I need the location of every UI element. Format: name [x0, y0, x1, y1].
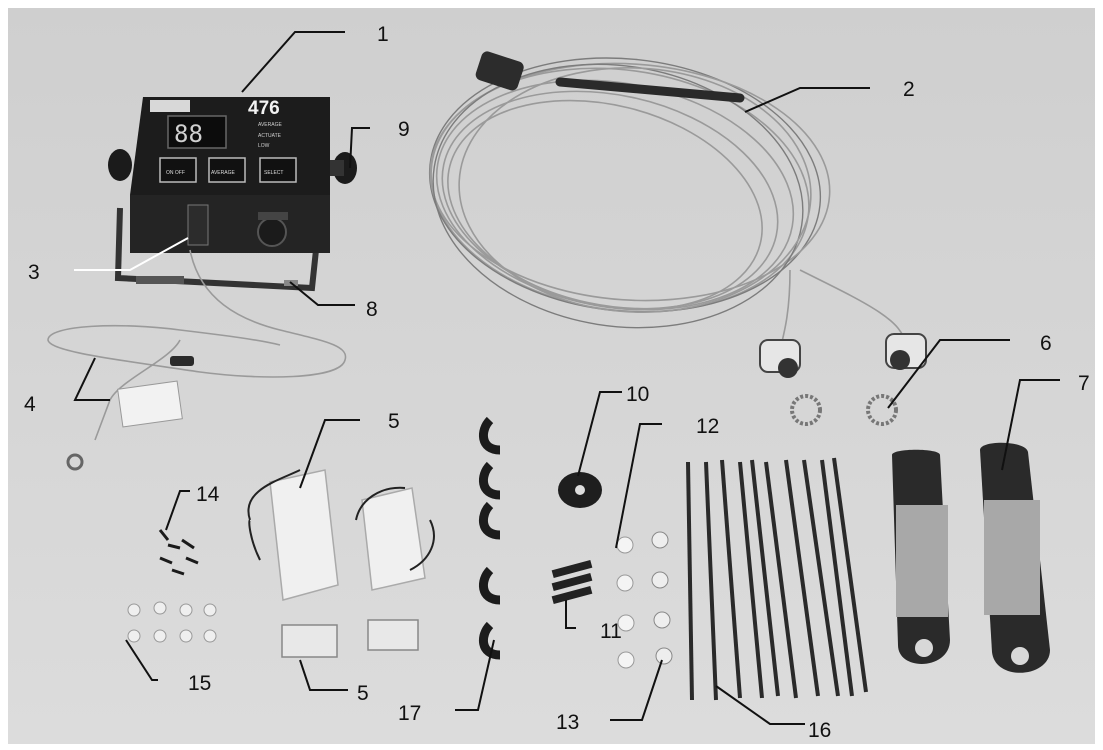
- small-nuts: [127, 601, 217, 643]
- callout-12: 12: [696, 415, 719, 438]
- callout-17: 17: [398, 702, 421, 725]
- callout-4: 4: [24, 393, 36, 416]
- onoff-button: [159, 157, 197, 183]
- callout-15: 15: [188, 672, 211, 695]
- cable-clamps: [479, 416, 501, 660]
- rear-dial: [257, 217, 287, 247]
- cable-ties: [686, 457, 868, 701]
- callout-5-upper: 5: [388, 410, 400, 433]
- callout-6: 6: [1040, 332, 1052, 355]
- select-button-label: SELECT: [264, 170, 283, 176]
- callout-numbers: 1 2 3 4 5 5 6 7 8 9 10 11 12 13 14 15 16…: [24, 23, 1090, 742]
- cable-coil: [428, 51, 906, 351]
- screws: [551, 559, 593, 605]
- star-washers: [790, 394, 898, 426]
- label-average: AVERAGE: [258, 122, 282, 128]
- average-button: [208, 157, 246, 183]
- brand-logo: [150, 100, 190, 112]
- label-low: LOW: [258, 143, 270, 149]
- callout-7: 7: [1078, 372, 1090, 395]
- mounting-brackets: [247, 469, 435, 658]
- cable-sleeve: [555, 77, 745, 103]
- callout-9: 9: [398, 118, 410, 141]
- callout-14: 14: [196, 483, 220, 506]
- average-button-label: AVERAGE: [211, 170, 235, 176]
- callout-11: 11: [600, 620, 622, 643]
- callout-2: 2: [903, 78, 915, 101]
- label-actuate: ACTUATE: [258, 133, 282, 139]
- callout-1: 1: [377, 23, 389, 46]
- leader-lines: [73, 31, 1060, 725]
- small-screws: [158, 529, 199, 576]
- sensor-heads: [759, 333, 927, 378]
- left-knob: [108, 149, 132, 181]
- washers-and-nuts: [616, 531, 673, 669]
- callout-16: 16: [808, 719, 831, 742]
- power-cable: [47, 249, 347, 471]
- cable-plug: [475, 51, 524, 91]
- onoff-button-label: ON OFF: [166, 170, 185, 176]
- callout-13: 13: [556, 711, 579, 734]
- callout-8: 8: [366, 298, 378, 321]
- control-console: 476 88 AVERAGE ACTUATE LOW ON OFF AVERAG…: [108, 97, 357, 292]
- rear-connector: [187, 204, 209, 246]
- callout-5-lower: 5: [357, 682, 369, 705]
- callout-10: 10: [626, 383, 649, 406]
- metal-straps: [892, 442, 1050, 673]
- callout-3: 3: [28, 261, 40, 284]
- digit-display: [167, 115, 227, 149]
- select-button: [259, 157, 297, 183]
- digit-readout: 88: [174, 120, 203, 148]
- model-number: 476: [248, 98, 280, 119]
- cable-tag: [117, 380, 183, 428]
